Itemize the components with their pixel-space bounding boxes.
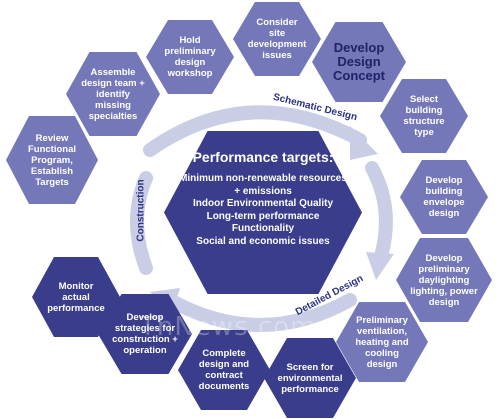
arrow-schematic-head (350, 126, 378, 160)
arrow-schematic (143, 105, 367, 157)
step-label: Monitor actual performance (47, 280, 105, 314)
step-label: Hold preliminary design workshop (164, 35, 216, 79)
arrow-right (365, 161, 393, 267)
step-label: Assemble design team + identify missing … (81, 66, 145, 122)
step-label: Develop Design Concept (333, 40, 385, 83)
step-label: Screen for environmental performance (277, 361, 343, 395)
step-label: Consider site development issues (247, 17, 307, 61)
step-hex-monitor-performance: Monitor actual performance (32, 257, 120, 337)
step-label: Review Functional Program, Establish Tar… (27, 132, 77, 188)
arrow-right-head (366, 252, 394, 280)
step-label: Develop preliminary daylighting lighting… (410, 252, 478, 308)
step-hex-screen-performance: Screen for environmental performance (264, 338, 356, 418)
step-label: Develop strategies for construction + op… (112, 312, 178, 356)
center-item: Long-term performance (206, 210, 320, 222)
center-item: Social and economic issues (196, 235, 330, 247)
performance-targets-hex: Performance targets: Minimum non-renewab… (164, 131, 362, 294)
center-title: Performance targets: (192, 149, 334, 165)
step-label: Preliminary ventilation, heating and coo… (355, 314, 409, 370)
step-hex-review-program: Review Functional Program, Establish Tar… (6, 116, 98, 204)
center-item: + emissions (234, 185, 292, 197)
arrow-left (130, 171, 153, 275)
step-hex-ventilation: Preliminary ventilation, heating and coo… (336, 302, 428, 382)
center-item: Minimum non-renewable resources (179, 173, 347, 184)
arrow-detailed (163, 293, 357, 332)
step-hex-contract-documents: Complete design and contract documents (178, 330, 270, 410)
phase-construction: Construction (135, 179, 147, 242)
watermark: ThNews.com (140, 312, 317, 342)
step-label: Develop building envelope design (423, 175, 465, 219)
center-items: Minimum non-renewable resources + emissi… (164, 173, 362, 248)
step-label: Select building structure type (403, 94, 445, 138)
step-hex-daylighting: Develop preliminary daylighting lighting… (396, 238, 492, 322)
center-item: Functionality (231, 223, 295, 234)
center-item: Indoor Environmental Quality (192, 198, 333, 209)
step-hex-hold-workshop: Hold preliminary design workshop (146, 20, 234, 94)
step-label: Complete design and contract documents (198, 348, 250, 392)
